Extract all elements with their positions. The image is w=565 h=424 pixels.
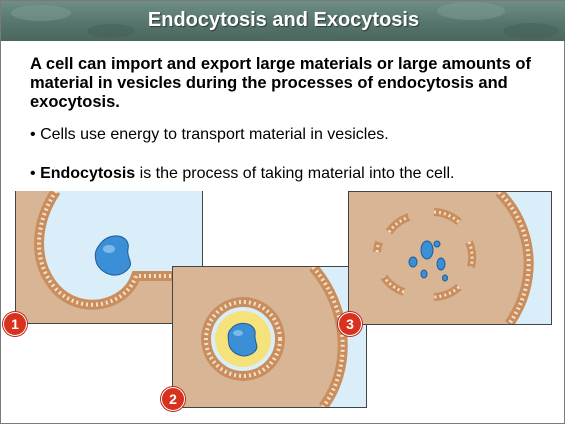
endocytosis-term: Endocytosis: [40, 165, 135, 182]
title-banner: Endocytosis and Exocytosis: [1, 1, 565, 41]
bullet-endocytosis: • Endocytosis is the process of taking m…: [30, 164, 454, 183]
bullet-energy: • Cells use energy to transport material…: [30, 125, 389, 144]
bullet-energy-text: Cells use energy to transport material i…: [40, 126, 389, 143]
vesicle-formed-illustration: [173, 267, 366, 407]
step-marker-3: 3: [338, 312, 362, 336]
bullet-endocytosis-text: is the process of taking material into t…: [135, 165, 454, 182]
step-marker-2: 2: [161, 387, 185, 411]
panel-step-3: [348, 191, 552, 325]
panel-step-2: [172, 266, 367, 408]
bullet-symbol: •: [30, 126, 36, 143]
step-marker-1: 1: [3, 312, 27, 336]
slide-title: Endocytosis and Exocytosis: [1, 1, 565, 41]
intro-text: A cell can import and export large mater…: [30, 55, 550, 112]
bullet-symbol: •: [30, 165, 36, 182]
vesicle-breakdown-illustration: [349, 192, 551, 324]
